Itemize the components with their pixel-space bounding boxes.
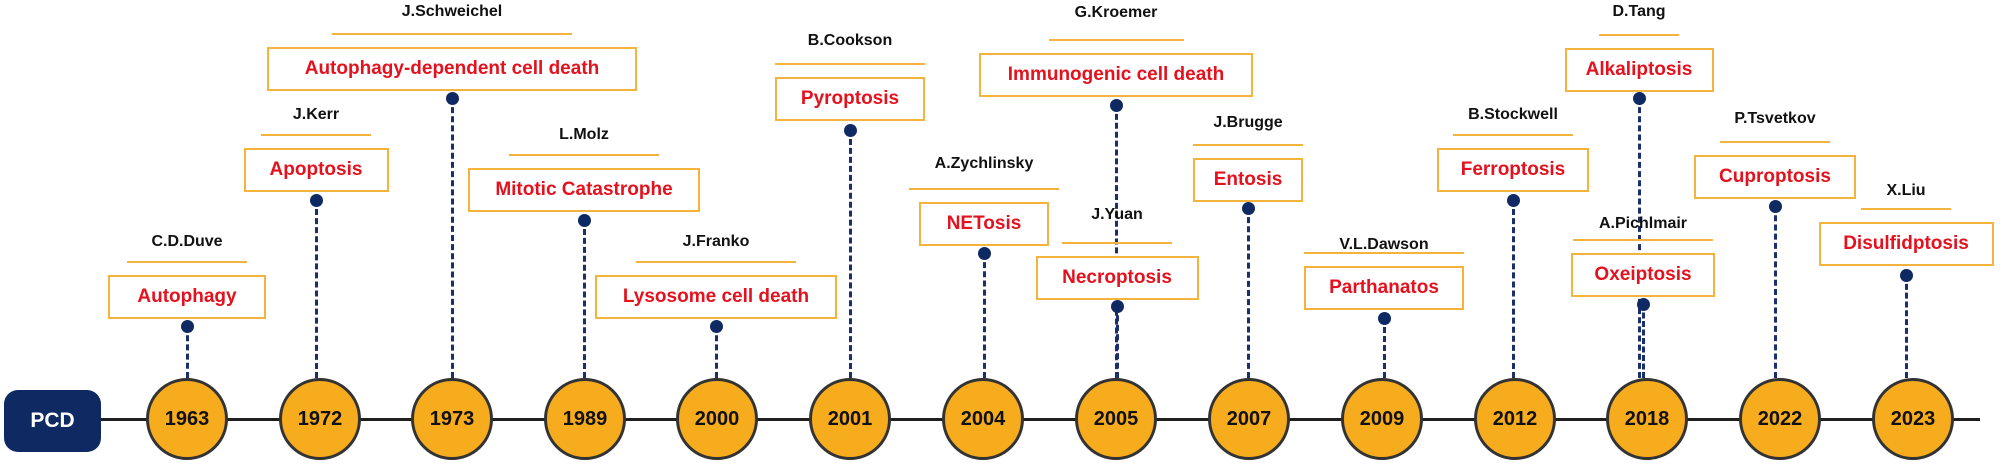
marker-dot (446, 92, 459, 105)
author-label: V.L.Dawson (1339, 236, 1429, 253)
author-label: B.Cookson (807, 32, 893, 49)
connector-line (1116, 306, 1119, 378)
year-circle-2005: 2005 (1075, 378, 1157, 460)
marker-dot (1111, 300, 1124, 313)
marker-dot (1769, 200, 1782, 213)
connector-line (1905, 275, 1908, 378)
marker-dot (1242, 202, 1255, 215)
year-circle-2004: 2004 (942, 378, 1024, 460)
year-circle-2007: 2007 (1208, 378, 1290, 460)
start-label-box: PCD (4, 390, 101, 452)
author-label: A.Pichlmair (1598, 215, 1688, 232)
connector-line (583, 220, 586, 378)
author-label: B.Stockwell (1468, 106, 1558, 123)
year-circle-2023: 2023 (1872, 378, 1954, 460)
event-box: Necroptosis (1035, 256, 1199, 300)
marker-dot (1507, 194, 1520, 207)
event-box: Oxeiptosis (1571, 253, 1715, 297)
author-label: J.Kerr (292, 106, 340, 123)
author-underline (909, 188, 1059, 190)
event-box: Autophagy-dependent cell death (267, 47, 637, 91)
connector-line (1247, 208, 1250, 378)
author-underline (509, 154, 659, 156)
year-circle-2012: 2012 (1474, 378, 1556, 460)
event-box: Lysosome cell death (595, 275, 837, 319)
year-circle-1972: 1972 (279, 378, 361, 460)
year-circle-2009: 2009 (1341, 378, 1423, 460)
connector-line (1774, 206, 1777, 378)
event-box: Apoptosis (243, 148, 389, 192)
event-box: Alkaliptosis (1564, 48, 1714, 92)
connector-line (315, 200, 318, 378)
connector-line (1638, 98, 1641, 378)
author-label: C.D.Duve (151, 233, 223, 250)
marker-dot (844, 124, 857, 137)
event-box: Ferroptosis (1437, 148, 1589, 192)
marker-dot (1110, 99, 1123, 112)
author-underline (261, 134, 371, 136)
marker-dot (1900, 269, 1913, 282)
year-circle-2022: 2022 (1739, 378, 1821, 460)
author-label: J.Franko (682, 233, 750, 250)
connector-line (1383, 318, 1386, 378)
author-label: P.Tsvetkov (1734, 110, 1816, 127)
connector-line (983, 253, 986, 378)
author-underline (775, 63, 925, 65)
event-box: Parthanatos (1304, 266, 1464, 310)
connector-line (1115, 105, 1118, 378)
year-circle-2001: 2001 (809, 378, 891, 460)
author-underline (1453, 134, 1573, 136)
author-label: G.Kroemer (1074, 4, 1158, 21)
event-box: NETosis (919, 202, 1049, 246)
event-box: Mitotic Catastrophe (468, 168, 700, 212)
author-underline (1720, 141, 1830, 143)
event-box: Immunogenic cell death (979, 53, 1253, 97)
author-underline (1048, 39, 1184, 41)
event-box: Cuproptosis (1694, 155, 1856, 199)
marker-dot (1378, 312, 1391, 325)
timeline-axis (100, 418, 1980, 421)
connector-line (451, 98, 454, 378)
marker-dot (1633, 92, 1646, 105)
author-underline (1304, 252, 1464, 254)
marker-dot (978, 247, 991, 260)
connector-line (186, 326, 189, 378)
author-underline (1599, 34, 1679, 36)
author-label: A.Zychlinsky (934, 155, 1034, 172)
marker-dot (710, 320, 723, 333)
year-circle-1963: 1963 (146, 378, 228, 460)
marker-dot (310, 194, 323, 207)
event-box: Disulfidptosis (1818, 222, 1994, 266)
event-box: Entosis (1193, 158, 1303, 202)
year-circle-1989: 1989 (544, 378, 626, 460)
connector-line (1512, 200, 1515, 378)
author-label: J.Yuan (1091, 206, 1143, 223)
author-underline (127, 261, 247, 263)
connector-line (715, 326, 718, 378)
event-box: Autophagy (108, 275, 266, 319)
author-underline (1062, 242, 1172, 244)
author-underline (1861, 208, 1951, 210)
author-underline (636, 261, 796, 263)
year-circle-2000: 2000 (676, 378, 758, 460)
marker-dot (1637, 298, 1650, 311)
year-circle-2018: 2018 (1606, 378, 1688, 460)
author-label: L.Molz (559, 126, 609, 143)
event-box: Pyroptosis (775, 77, 925, 121)
author-underline (332, 33, 572, 35)
author-underline (1193, 144, 1303, 146)
start-label: PCD (30, 409, 75, 432)
year-circle-1973: 1973 (411, 378, 493, 460)
author-underline (1573, 239, 1713, 241)
author-label: D.Tang (1612, 3, 1666, 20)
author-label: X.Liu (1886, 182, 1926, 199)
marker-dot (578, 214, 591, 227)
connector-line (849, 130, 852, 378)
marker-dot (181, 320, 194, 333)
author-label: J.Brugge (1213, 114, 1283, 131)
connector-line (1642, 304, 1645, 378)
author-label: J.Schweichel (401, 3, 503, 20)
